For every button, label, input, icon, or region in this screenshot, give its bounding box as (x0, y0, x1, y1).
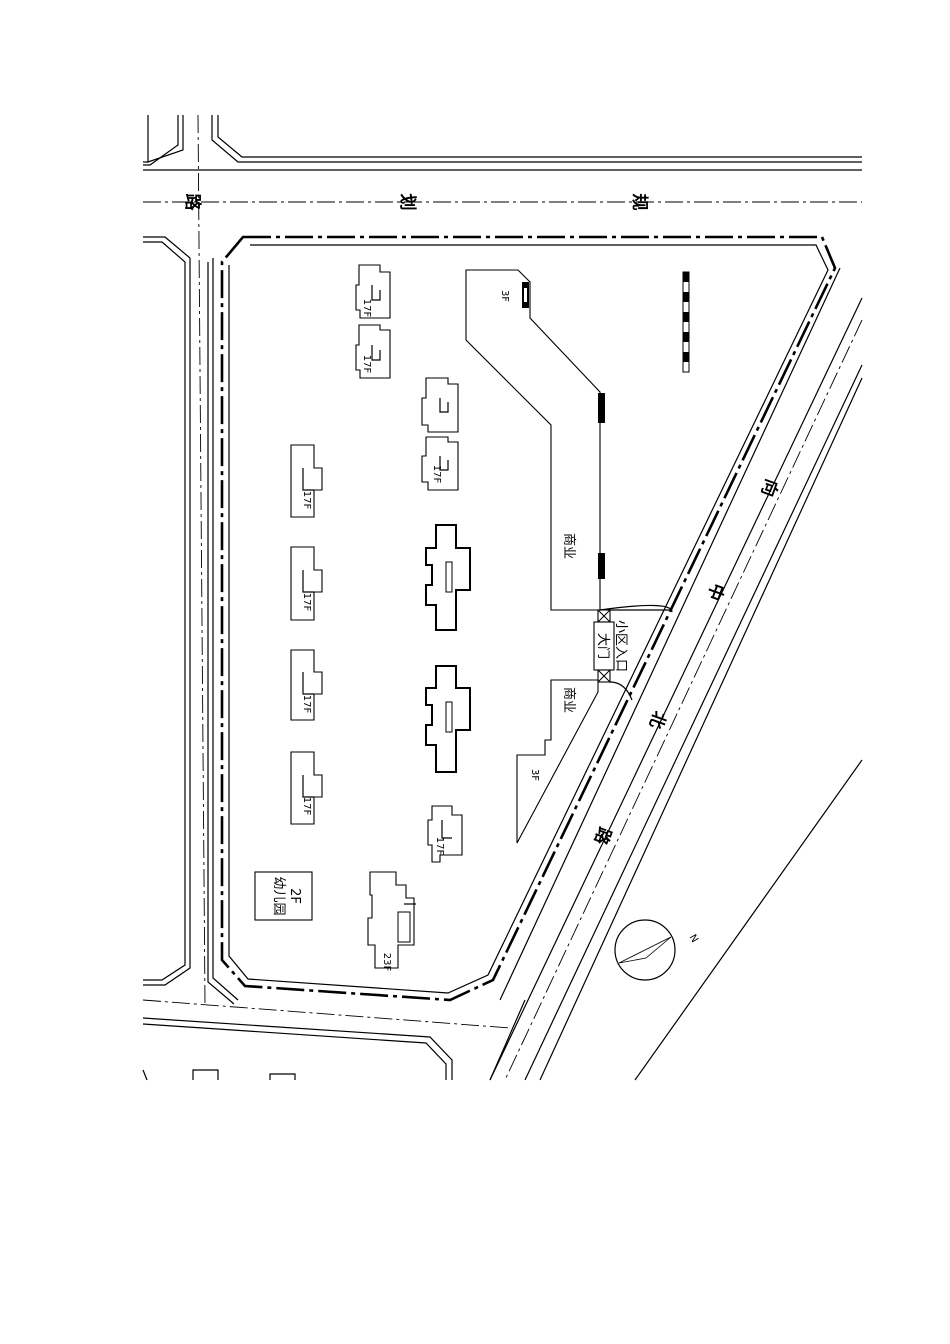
main-gate (593, 604, 673, 701)
compass (614, 919, 676, 981)
commercial-upper-floors: 3F (499, 290, 510, 302)
kindergarten-label: 幼儿园 (271, 876, 286, 915)
diagonal-road (489, 267, 863, 1081)
floor-label-left-col-4: 17F (301, 797, 312, 816)
boundary-inner-line (228, 244, 829, 994)
floor-label-mid-pair-2: 17F (431, 465, 442, 484)
residential-left-col-3 (290, 649, 323, 721)
residential-top-left-2 (355, 324, 391, 379)
residential-cross-1 (425, 524, 471, 631)
outside-buildings (142, 1069, 296, 1081)
road-label-diag-4: 路 (589, 824, 615, 848)
residential-left-col-2 (290, 546, 323, 621)
labels: 路 划 规 向 中 北 路 N 小区入口 大门 3F 商业 商业 3F 17F … (182, 194, 782, 972)
residential-cross-2 (425, 665, 471, 773)
kindergarten-floors: 2F (287, 888, 302, 904)
road-label-diag-3: 北 (645, 708, 670, 731)
residential-tower (367, 871, 416, 969)
road-label-1: 路 (182, 194, 203, 212)
left-road (197, 114, 239, 1006)
floor-label-left-top-2: 17F (361, 355, 372, 374)
floor-label-left-top-1: 17F (361, 299, 372, 318)
floor-label-left-col-1: 17F (301, 491, 312, 510)
top-road (143, 115, 862, 986)
residential-mid-lower (427, 805, 463, 863)
commercial-upper-use: 商业 (561, 533, 576, 559)
residential-mid-pair-1 (421, 377, 459, 433)
road-label-3: 规 (629, 194, 649, 211)
residential-mid-pair-2 (421, 436, 459, 491)
road-label-diag-1: 向 (757, 476, 783, 499)
entrance-label: 小区入口 (613, 620, 628, 672)
commercial-lower (516, 679, 599, 844)
compass-north-label: N (687, 933, 700, 945)
residential-left-col-1 (290, 444, 323, 518)
main-gate-label: 大门 (595, 633, 610, 659)
residential-top-left-1 (355, 264, 391, 319)
commercial-upper (465, 269, 672, 611)
commercial-lower-floors: 3F (529, 769, 540, 781)
floor-label-left-col-2: 17F (301, 593, 312, 612)
hatched-strip (682, 271, 690, 373)
road-label-2: 划 (397, 194, 418, 211)
kindergarten-building (254, 871, 313, 921)
floor-label-left-col-3: 17F (301, 695, 312, 714)
floor-label-mid-lower: 17F (434, 837, 445, 856)
residential-left-col-4 (290, 751, 323, 825)
road-label-diag-2: 中 (703, 580, 729, 603)
commercial-lower-use: 商业 (561, 687, 576, 713)
floor-label-tower: 23F (381, 953, 392, 972)
site-boundary (220, 235, 837, 1002)
bottom-road (142, 999, 511, 1080)
